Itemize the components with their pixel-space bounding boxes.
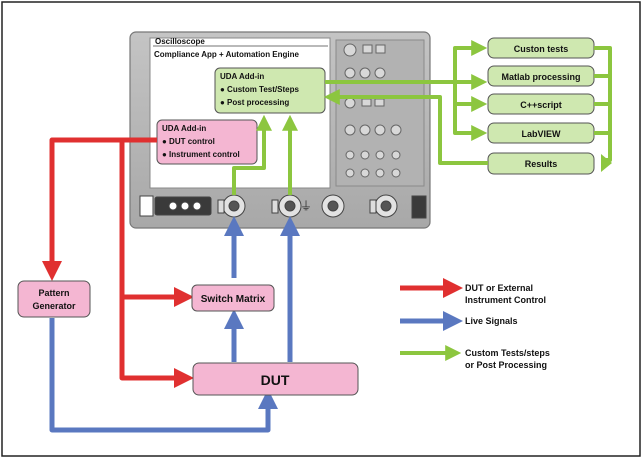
knob-icon (374, 67, 386, 79)
knob-icon (391, 150, 401, 160)
processing-boxes: Custon tests Matlab processing C++script… (487, 37, 595, 175)
ground-symbol-icon: ⏚ (300, 199, 312, 213)
knob-icon (375, 168, 385, 178)
knob-icon (390, 124, 402, 136)
uda-top-item: ● Post processing (220, 98, 289, 107)
box-custom-tests: Custon tests (487, 37, 595, 59)
knob-icon (345, 150, 355, 160)
knob-icon (359, 67, 371, 79)
power-switch-icon (139, 195, 154, 217)
legend-red-label: Instrument Control (465, 295, 546, 305)
control-knobs (343, 43, 402, 178)
uda-top-item: ● Custom Test/Steps (220, 85, 299, 94)
knob-icon (344, 67, 356, 79)
legend-green-label: or Post Processing (465, 360, 547, 370)
port-icon (168, 201, 178, 211)
arrow-to-dut (119, 297, 194, 388)
arrow-results-to-uda (323, 89, 488, 165)
knob-icon (344, 97, 356, 109)
blue-signal-arrows (49, 216, 463, 433)
pattern-generator-label: Generator (32, 301, 76, 311)
box-cpp-script: C++script (487, 93, 595, 115)
front-connectors (139, 194, 427, 219)
oscilloscope-title: Oscilloscope (155, 37, 205, 46)
control-button-icon (374, 98, 385, 107)
legend-green-label: Custom Tests/steps (465, 348, 550, 358)
uda-add-in-control-box: UDA Add-in ● DUT control ● Instrument co… (156, 119, 258, 165)
switch-matrix-label: Switch Matrix (201, 294, 266, 305)
control-panel (335, 39, 425, 187)
pattern-generator-box: Pattern Generator (17, 280, 91, 318)
knob-icon (343, 43, 357, 57)
legend-blue-label: Live Signals (465, 316, 518, 326)
box-results: Results (487, 152, 595, 175)
uda-add-in-custom-box: UDA Add-in ● Custom Test/Steps ● Post pr… (214, 67, 326, 114)
knob-icon (374, 124, 386, 136)
control-button-icon (375, 44, 386, 54)
box-labview-label: LabVIEW (521, 129, 561, 139)
dut-box: DUT (192, 362, 359, 396)
channel-button-icon (369, 199, 377, 214)
knob-icon (360, 168, 370, 178)
box-results-label: Results (525, 159, 558, 169)
results-arrowhead-icon (601, 154, 612, 172)
switch-matrix-box: Switch Matrix (191, 284, 275, 312)
legend-red-label: DUT or External (465, 283, 533, 293)
uda-left-item: ● DUT control (162, 137, 215, 146)
uda-left-item: ● Instrument control (162, 150, 240, 159)
knob-icon (391, 168, 401, 178)
compliance-app-label: Compliance App + Automation Engine (154, 50, 300, 59)
aux-connector-icon (411, 195, 427, 219)
knob-icon (375, 150, 385, 160)
knob-icon (360, 150, 370, 160)
arrow-uda-to-custom-tests (325, 40, 488, 84)
channel-button-icon (271, 199, 279, 214)
red-control-arrows (42, 137, 463, 388)
channel-button-icon (217, 199, 225, 214)
port-icon (192, 201, 202, 211)
arrow-generator-to-dut (49, 318, 278, 433)
box-labview: LabVIEW (487, 122, 595, 144)
arrow-uda-to-labview (453, 104, 488, 141)
box-custom-tests-label: Custon tests (514, 44, 569, 54)
knob-icon (344, 124, 356, 136)
knob-icon (345, 168, 355, 178)
control-button-icon (362, 44, 373, 54)
uda-top-title: UDA Add-in (220, 72, 264, 81)
box-cpp-label: C++script (520, 100, 562, 110)
control-button-icon (361, 98, 372, 107)
box-matlab-label: Matlab processing (501, 72, 580, 82)
box-matlab-processing: Matlab processing (487, 65, 595, 87)
uda-left-title: UDA Add-in (162, 124, 206, 133)
legend: DUT or External Instrument Control Live … (465, 283, 550, 370)
port-icon (180, 201, 190, 211)
knob-icon (359, 124, 371, 136)
dut-label: DUT (261, 372, 290, 388)
pattern-generator-label: Pattern (38, 288, 69, 298)
arrow-ch1-to-uda (232, 114, 272, 195)
